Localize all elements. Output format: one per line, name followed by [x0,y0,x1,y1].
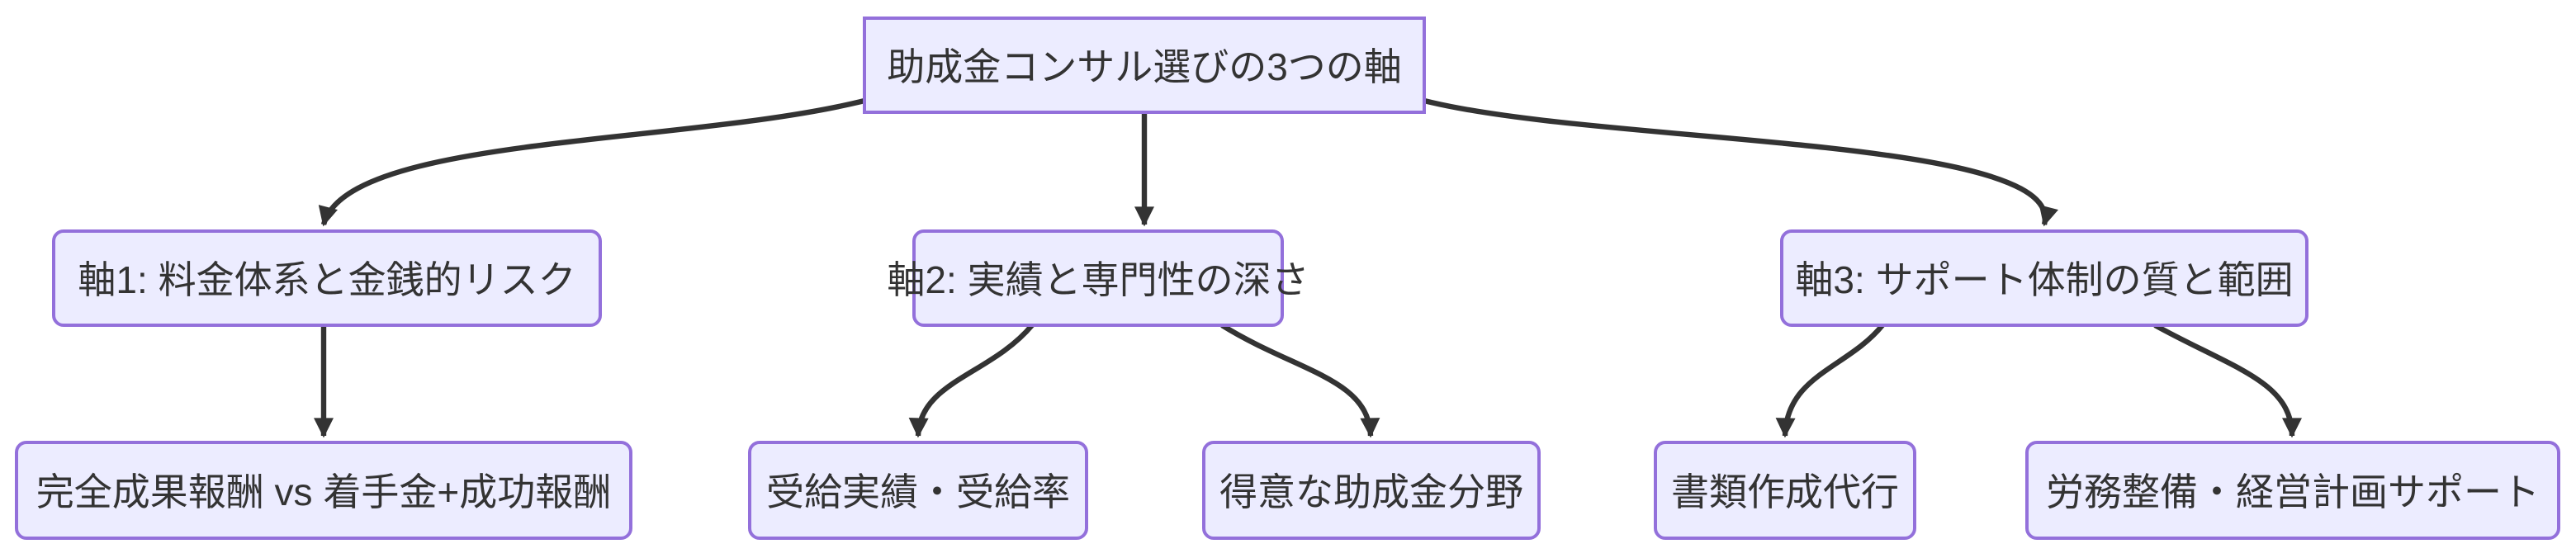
node-docs-box [1654,441,1916,540]
node-track: 受給実績・受給率 [748,441,1088,540]
node-axis1: 軸1: 料金体系と金銭的リスク [52,229,602,327]
edge-axis3-to-labor [2153,323,2302,438]
node-docs: 書類作成代行 [1654,441,1916,540]
node-field: 得意な助成金分野 [1202,441,1541,540]
node-fee-box [15,441,632,540]
node-axis2: 軸2: 実績と専門性の深さ [887,229,1309,327]
edge-root-to-axis1 [318,97,865,227]
node-field-label: 得意な助成金分野 [1219,471,1523,513]
edge-axis2-to-track [908,323,1035,438]
node-axis2-box [912,229,1284,327]
node-axis3: 軸3: サポート体制の質と範囲 [1780,229,2308,327]
node-axis1-label: 軸1: 料金体系と金銭的リスク [78,258,575,301]
edge-axis3-to-docs [1775,323,1885,438]
node-axis3-box [1780,229,2308,327]
node-docs-label: 書類作成代行 [1671,471,1899,513]
node-axis1-box [52,229,602,327]
node-field-box [1202,441,1541,540]
node-axis2-label: 軸2: 実績と専門性の深さ [887,258,1309,301]
node-root-box [863,17,1426,114]
node-labor: 労務整備・経営計画サポート [2025,441,2560,540]
node-axis3-label: 軸3: サポート体制の質と範囲 [1795,258,2293,301]
edges-layer [314,97,2302,438]
node-labor-label: 労務整備・経営計画サポート [2046,471,2540,513]
nodes-layer: 助成金コンサル選びの3つの軸 軸1: 料金体系と金銭的リスク 軸2: 実績と専門… [15,17,2560,540]
edge-root-to-axis3 [1423,97,2058,227]
node-track-box [748,441,1088,540]
node-fee-label: 完全成果報酬 vs 着手金+成功報酬 [36,471,611,513]
node-root-label: 助成金コンサル選びの3つの軸 [887,45,1402,88]
node-fee: 完全成果報酬 vs 着手金+成功報酬 [15,441,632,540]
node-root: 助成金コンサル選びの3つの軸 [863,17,1426,114]
edge-axis2-to-field [1220,323,1380,438]
node-track-label: 受給実績・受給率 [766,471,1070,513]
node-labor-box [2025,441,2560,540]
